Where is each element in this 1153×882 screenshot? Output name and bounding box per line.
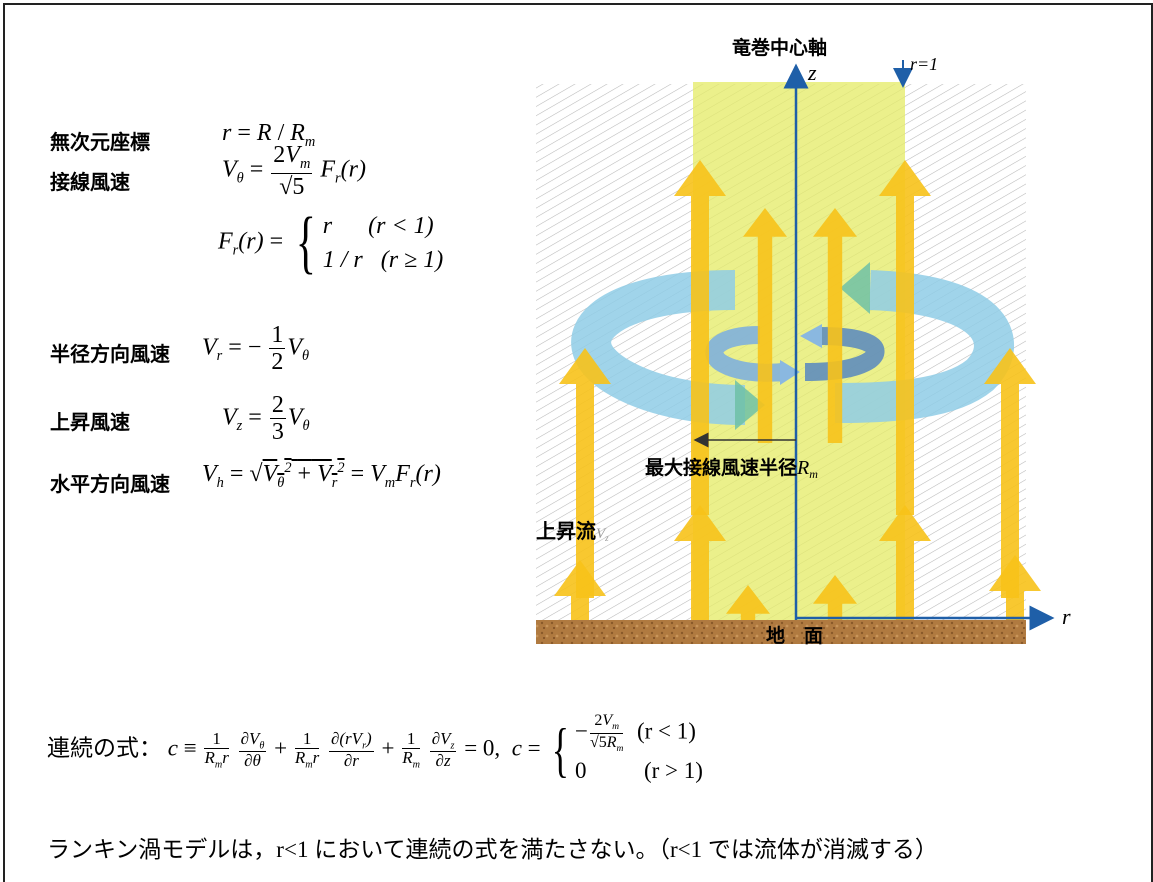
rotation-arrowhead-inner-right: [800, 324, 822, 348]
axis-label: 竜巻中心軸: [732, 36, 827, 59]
label-radial: 半径方向風速: [50, 342, 170, 366]
rotation-arrowhead-outer-left: [735, 380, 765, 430]
rotation-arrowhead-outer-right: [840, 262, 870, 314]
fr-cond2: (r ≥ 1): [380, 247, 444, 273]
updraft-arrow: [559, 348, 611, 598]
r-label: r: [1062, 604, 1071, 629]
updraft-arrow: [726, 585, 770, 620]
label-dimensionless: 無次元座標: [50, 130, 150, 154]
rankine-note: ランキン渦モデルは，r<1 において連続の式を満たさない。（r<1 では流体が消…: [47, 837, 938, 862]
fr-cond1: (r < 1): [368, 213, 434, 239]
eq-tangential: Vθ = 2Vm√5 Fr(r): [222, 142, 366, 200]
label-updraft: 上昇風速: [50, 410, 130, 434]
fr-case1: r: [322, 213, 333, 239]
updraft-arrow: [743, 208, 787, 443]
updraft-arrow: [554, 560, 606, 620]
figure-frame: [3, 3, 1153, 882]
rotation-arrowhead-inner-left: [780, 360, 800, 385]
label-tangential: 接線風速: [50, 170, 130, 194]
continuity-label: 連続の式：: [47, 735, 162, 761]
eq-dimensionless: r = R / Rm: [222, 120, 316, 150]
ground-label: 地 面: [766, 624, 823, 647]
eq-horizontal: Vh = √Vθ2 + Vr2 = VmFr(r): [202, 460, 441, 491]
r1-label: r=1: [910, 54, 938, 74]
updraft-arrow: [879, 160, 931, 515]
updraft-arrow: [984, 348, 1036, 598]
label-horizontal: 水平方向風速: [50, 472, 170, 496]
updraft-arrow: [813, 575, 857, 620]
continuity-case2-value: 0: [574, 758, 587, 784]
rotation-arrow-outer-right: [834, 270, 1014, 423]
eq-fr: Fr(r) = { r (r < 1) 1 / r (r ≥ 1): [218, 204, 444, 281]
updraft-arrow: [813, 208, 857, 443]
updraft-arrow: [879, 505, 931, 620]
continuity-case1-cond: (r < 1): [636, 718, 696, 744]
updraft-arrow: [674, 505, 726, 620]
ground: [536, 620, 1026, 644]
continuity-case2-cond: (r > 1): [643, 758, 703, 784]
updraft-arrow: [674, 160, 726, 515]
updraft-label: 上昇流Vz: [536, 519, 609, 543]
fr-case2: 1 / r: [322, 247, 363, 273]
rm-label: 最大接線風速半径Rm: [645, 456, 818, 481]
updraft-arrow: [989, 555, 1041, 620]
updraft-arrows: [554, 160, 1041, 620]
z-label: z: [807, 60, 817, 85]
